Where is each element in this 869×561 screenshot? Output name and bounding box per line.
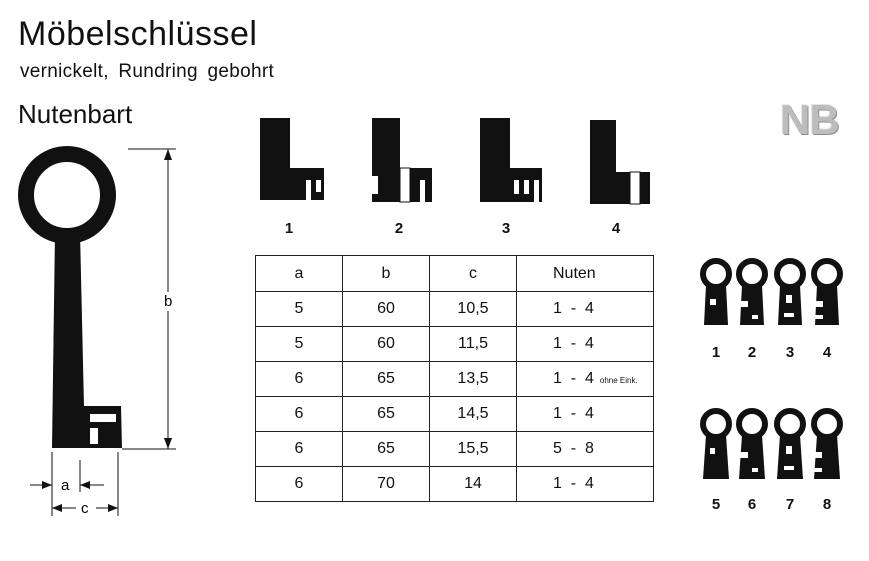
key-head-8 <box>811 408 843 479</box>
profile-number-4: 4 <box>611 220 621 237</box>
cell-c: 15,5 <box>429 431 517 467</box>
cell-a: 5 <box>255 326 343 362</box>
nuten-range: 1 - 4 <box>553 370 594 387</box>
key-dimension-drawing: b a c <box>18 146 176 517</box>
key-head-1 <box>700 258 732 325</box>
cell-b: 70 <box>342 466 430 502</box>
profile-2 <box>372 118 432 203</box>
column-header-nuten: Nuten <box>516 255 654 292</box>
cell-c: 10,5 <box>429 291 517 327</box>
column-header-b: b <box>342 255 430 292</box>
cell-b: 65 <box>342 361 430 397</box>
cell-c: 14 <box>429 466 517 502</box>
cell-a: 6 <box>255 396 343 432</box>
dimension-label-c: c <box>81 500 89 517</box>
key-head-number-1: 1 <box>711 344 721 361</box>
column-header-c: c <box>429 255 517 292</box>
column-header-a: a <box>255 255 343 292</box>
cell-a: 5 <box>255 291 343 327</box>
key-head-number-6: 6 <box>747 496 757 513</box>
cell-nuten: 1 - 4 <box>516 291 654 327</box>
cell-nuten: 1 - 4 <box>516 326 654 362</box>
cell-c: 14,5 <box>429 396 517 432</box>
cell-a: 6 <box>255 431 343 467</box>
key-head-2 <box>736 258 768 325</box>
cell-b: 60 <box>342 291 430 327</box>
nuten-range: 1 - 4 <box>553 475 594 492</box>
page-title: Möbelschlüssel <box>18 15 258 53</box>
cell-nuten: 1 - 4 ohne Eink. <box>516 361 654 397</box>
profile-number-3: 3 <box>501 220 511 237</box>
profile-3 <box>480 118 542 202</box>
cell-nuten: 5 - 8 <box>516 431 654 467</box>
nuten-range: 1 - 4 <box>553 335 594 352</box>
key-head-number-4: 4 <box>822 344 832 361</box>
table-row: 6 70 14 1 - 4 <box>255 466 654 502</box>
nuten-range: 1 - 4 <box>553 300 594 317</box>
table-row: 6 65 13,5 1 - 4 ohne Eink. <box>255 361 654 397</box>
key-head-3 <box>774 258 806 325</box>
profile-number-2: 2 <box>394 220 404 237</box>
key-head-5 <box>700 408 732 479</box>
cell-c: 11,5 <box>429 326 517 362</box>
key-head-7 <box>774 408 806 479</box>
dimension-label-b: b <box>164 293 172 310</box>
dimension-arrows <box>42 149 172 512</box>
nuten-range: 5 - 8 <box>553 440 594 457</box>
profile-drawings <box>260 118 650 205</box>
key-head-4 <box>811 258 843 325</box>
type-badge: NB <box>780 96 840 143</box>
cell-a: 6 <box>255 466 343 502</box>
key-heads-top <box>700 258 843 325</box>
key-head-number-7: 7 <box>785 496 795 513</box>
table-row: 6 65 14,5 1 - 4 <box>255 396 654 432</box>
key-head-number-2: 2 <box>747 344 757 361</box>
section-heading: Nutenbart <box>18 99 133 129</box>
dimension-table: a b c Nuten 5 60 10,5 1 - 4 5 60 11,5 1 … <box>255 255 654 502</box>
profile-1 <box>260 118 324 200</box>
dimension-label-a: a <box>61 477 70 494</box>
table-row: 5 60 11,5 1 - 4 <box>255 326 654 362</box>
cell-c: 13,5 <box>429 361 517 397</box>
key-heads-bottom <box>700 408 843 479</box>
cell-b: 60 <box>342 326 430 362</box>
key-head-number-8: 8 <box>822 496 832 513</box>
key-illustration <box>18 146 122 448</box>
cell-nuten: 1 - 4 <box>516 466 654 502</box>
dimension-lines <box>30 148 176 516</box>
key-head-6 <box>736 408 768 479</box>
profile-4 <box>590 120 650 205</box>
table-row: 5 60 10,5 1 - 4 <box>255 291 654 327</box>
table-header-row: a b c Nuten <box>255 255 654 292</box>
cell-nuten: 1 - 4 <box>516 396 654 432</box>
key-head-number-5: 5 <box>711 496 721 513</box>
cell-b: 65 <box>342 431 430 467</box>
key-head-number-3: 3 <box>785 344 795 361</box>
nuten-range: 1 - 4 <box>553 405 594 422</box>
profile-number-1: 1 <box>284 220 294 237</box>
cell-a: 6 <box>255 361 343 397</box>
nuten-note: ohne Eink. <box>599 376 638 385</box>
table-row: 6 65 15,5 5 - 8 <box>255 431 654 467</box>
cell-b: 65 <box>342 396 430 432</box>
page-subtitle: vernickelt, Rundring gebohrt <box>20 61 275 82</box>
